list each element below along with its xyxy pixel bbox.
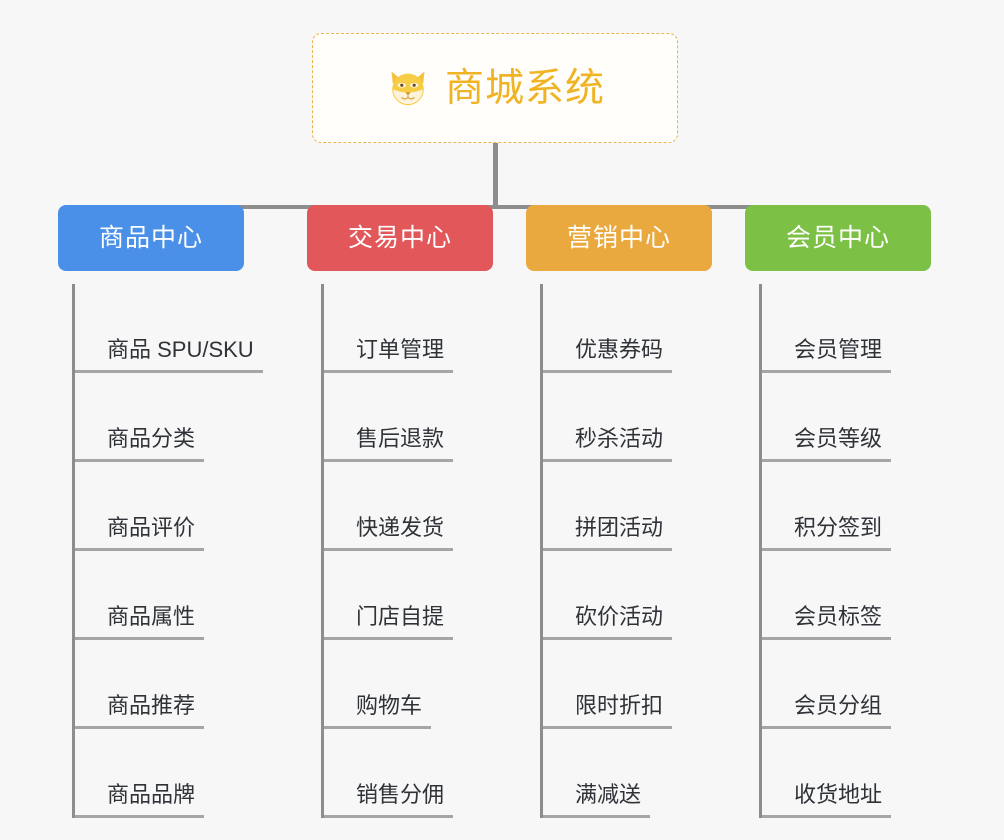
leaf-label: 会员分组 xyxy=(762,695,892,729)
leaf-item[interactable]: 满减送 xyxy=(543,729,712,818)
leaf-item[interactable]: 拼团活动 xyxy=(543,462,712,551)
leaf-label: 会员管理 xyxy=(762,339,892,373)
category-label-3: 营销中心 xyxy=(566,223,671,252)
leaf-item[interactable]: 砍价活动 xyxy=(543,551,712,640)
leaf-label: 拼团活动 xyxy=(543,517,673,551)
leaf-item[interactable]: 销售分佣 xyxy=(324,729,493,818)
leaf-item[interactable]: 售后退款 xyxy=(324,373,493,462)
leaf-item[interactable]: 收货地址 xyxy=(762,729,931,818)
category-header-4[interactable]: 会员中心 xyxy=(745,205,931,271)
category-header-3[interactable]: 营销中心 xyxy=(526,205,712,271)
leaf-label: 商品属性 xyxy=(75,606,205,640)
leaf-stack-2: 订单管理 售后退款 快递发货 门店自提 购物车 销售分佣 xyxy=(321,284,493,818)
root-title: 商城系统 xyxy=(444,66,605,110)
leaf-label: 会员等级 xyxy=(762,428,892,462)
branch-column-2: 交易中心 订单管理 售后退款 快递发货 门店自提 购物车 销售分佣 xyxy=(307,205,493,818)
leaf-stack-1: 商品 SPU/SKU 商品分类 商品评价 商品属性 商品推荐 商品品牌 xyxy=(72,284,263,818)
leaf-item[interactable]: 订单管理 xyxy=(324,284,493,373)
category-header-2[interactable]: 交易中心 xyxy=(307,205,493,271)
leaf-label: 会员标签 xyxy=(762,606,892,640)
leaf-stack-3: 优惠券码 秒杀活动 拼团活动 砍价活动 限时折扣 满减送 xyxy=(540,284,712,818)
leaf-item[interactable]: 商品属性 xyxy=(75,551,244,640)
leaf-label: 门店自提 xyxy=(324,606,454,640)
category-label-4: 会员中心 xyxy=(785,223,890,252)
leaf-item[interactable]: 商品 SPU/SKU xyxy=(75,284,263,373)
connector-horizontal-bus xyxy=(149,205,839,209)
leaf-label: 快递发货 xyxy=(324,517,454,551)
leaf-item[interactable]: 会员分组 xyxy=(762,640,931,729)
branch-column-1: 商品中心 商品 SPU/SKU 商品分类 商品评价 商品属性 商品推荐 商品品牌 xyxy=(58,205,263,818)
leaf-item[interactable]: 商品品牌 xyxy=(75,729,244,818)
leaf-label: 积分签到 xyxy=(762,517,892,551)
leaf-label: 商品 SPU/SKU xyxy=(75,339,263,373)
leaf-label: 收货地址 xyxy=(762,784,892,818)
leaf-label: 优惠券码 xyxy=(543,339,673,373)
leaf-label: 购物车 xyxy=(324,695,432,729)
leaf-label: 售后退款 xyxy=(324,428,454,462)
leaf-item[interactable]: 快递发货 xyxy=(324,462,493,551)
leaf-item[interactable]: 会员等级 xyxy=(762,373,931,462)
leaf-stack-4: 会员管理 会员等级 积分签到 会员标签 会员分组 收货地址 xyxy=(759,284,931,818)
root-node[interactable]: 商城系统 xyxy=(312,33,678,143)
leaf-label: 商品品牌 xyxy=(75,784,205,818)
leaf-label: 订单管理 xyxy=(324,339,454,373)
category-label-1: 商品中心 xyxy=(98,223,203,252)
branch-column-3: 营销中心 优惠券码 秒杀活动 拼团活动 砍价活动 限时折扣 满减送 xyxy=(526,205,712,818)
branch-column-4: 会员中心 会员管理 会员等级 积分签到 会员标签 会员分组 收货地址 xyxy=(745,205,931,818)
leaf-label: 商品分类 xyxy=(75,428,205,462)
leaf-label: 销售分佣 xyxy=(324,784,454,818)
leaf-item[interactable]: 商品推荐 xyxy=(75,640,244,729)
leaf-item[interactable]: 优惠券码 xyxy=(543,284,712,373)
leaf-label: 商品推荐 xyxy=(75,695,205,729)
leaf-item[interactable]: 门店自提 xyxy=(324,551,493,640)
leaf-item[interactable]: 会员标签 xyxy=(762,551,931,640)
leaf-item[interactable]: 秒杀活动 xyxy=(543,373,712,462)
category-label-2: 交易中心 xyxy=(347,223,452,252)
leaf-label: 限时折扣 xyxy=(543,695,673,729)
leaf-item[interactable]: 商品评价 xyxy=(75,462,244,551)
leaf-item[interactable]: 购物车 xyxy=(324,640,493,729)
leaf-label: 满减送 xyxy=(543,784,651,818)
leaf-label: 砍价活动 xyxy=(543,606,673,640)
connector-root-stem xyxy=(493,143,498,209)
leaf-item[interactable]: 商品分类 xyxy=(75,373,244,462)
leaf-item[interactable]: 积分签到 xyxy=(762,462,931,551)
leaf-label: 秒杀活动 xyxy=(543,428,673,462)
leaf-item[interactable]: 会员管理 xyxy=(762,284,931,373)
leaf-item[interactable]: 限时折扣 xyxy=(543,640,712,729)
leaf-label: 商品评价 xyxy=(75,517,205,551)
shiba-dog-emoji xyxy=(385,66,431,110)
category-header-1[interactable]: 商品中心 xyxy=(58,205,244,271)
